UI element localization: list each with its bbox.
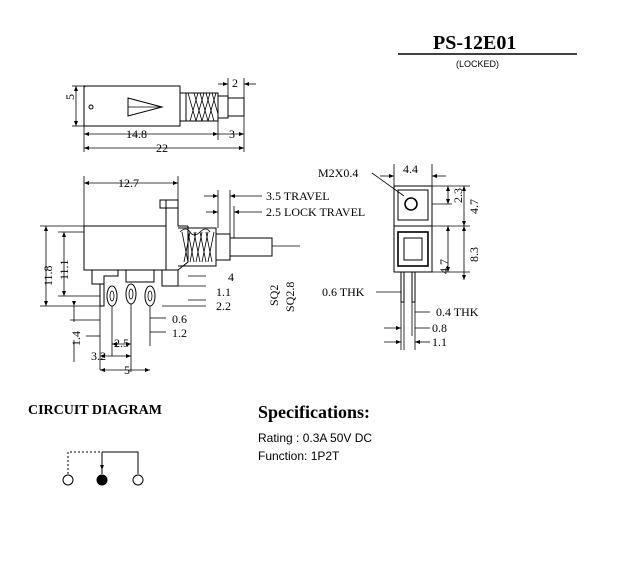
dim-1-4: 1.4 (69, 331, 83, 346)
dim-1-2: 1.2 (172, 326, 187, 340)
dim-lock-travel: 2.5 LOCK TRAVEL (266, 205, 366, 219)
top-view-body (83, 85, 181, 127)
dim-4-7-bottom: 4.7 (437, 259, 451, 274)
dim-sq2: SQ2 (267, 284, 281, 306)
dim-0-6-thk: 0.6 THK (322, 285, 365, 299)
dim-2: 2 (232, 76, 238, 90)
dim-4-7-top: 4.7 (467, 199, 481, 214)
circuit-terminal-common (96, 474, 108, 486)
end-view-screw-hole (404, 197, 418, 211)
dim-4-4: 4.4 (403, 162, 418, 176)
spec-rating: Rating : 0.3A 50V DC (258, 431, 373, 445)
dim-m2x0-4: M2X0.4 (318, 166, 359, 180)
part-subtitle: (LOCKED) (456, 59, 500, 69)
dim-sq2-8: SQ2.8 (283, 281, 297, 312)
dim-0-4-thk: 0.4 THK (436, 305, 479, 319)
dim-12-7: 12.7 (118, 176, 139, 190)
spec-function: Function: 1P2T (258, 449, 340, 463)
dim-4: 4 (228, 270, 234, 284)
specifications-title: Specifications: (258, 402, 370, 422)
circuit-dashed-link (67, 451, 102, 474)
top-view (72, 78, 256, 152)
dim-2-3: 2.3 (451, 188, 465, 203)
dim-2-5: 2.5 (114, 336, 129, 350)
side-view (40, 176, 300, 372)
dim-11-1: 11.1 (57, 259, 71, 280)
side-view-pin-2 (125, 283, 137, 305)
side-view-plunger (229, 237, 273, 257)
top-view-plunger (227, 97, 245, 117)
dim-1-1-end: 1.1 (432, 335, 447, 349)
circuit-schematic (62, 451, 144, 486)
circuit-terminal-nc (62, 474, 74, 486)
dim-5-bottom: 5 (124, 363, 130, 377)
dim-5: 5 (63, 94, 77, 100)
end-view (371, 164, 470, 350)
dim-travel: 3.5 TRAVEL (266, 189, 330, 203)
dim-11-8: 11.8 (41, 265, 55, 286)
circuit-diagram-title: CIRCUIT DIAGRAM (28, 403, 162, 418)
dim-3: 3 (229, 127, 235, 141)
dim-22: 22 (156, 141, 168, 155)
dim-14-8: 14.8 (126, 127, 147, 141)
dim-0-6: 0.6 (172, 312, 187, 326)
dim-2-2: 2.2 (216, 299, 231, 313)
side-view-pin-1 (106, 285, 118, 307)
dim-8-3: 8.3 (467, 247, 481, 262)
part-number: PS-12E01 (433, 32, 517, 54)
side-view-pin-3 (144, 285, 156, 307)
dim-3-2: 3.2 (91, 349, 106, 363)
end-view-plunger-square (397, 231, 429, 267)
dim-0-8: 0.8 (432, 321, 447, 335)
top-view-hole (88, 104, 94, 110)
side-view-body-top (84, 199, 188, 227)
dim-1-1-side: 1.1 (216, 285, 231, 299)
circuit-terminal-no (132, 474, 144, 486)
